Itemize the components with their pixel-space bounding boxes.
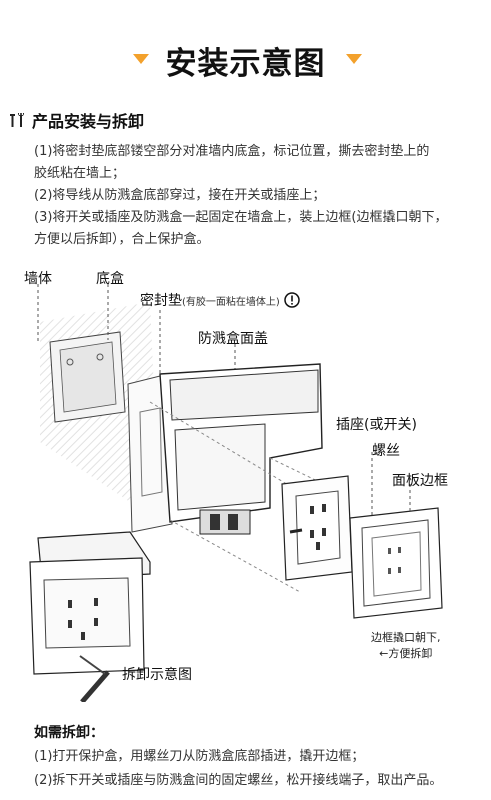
install-step-line: 方便以后拆卸），合上保护盒。 xyxy=(34,232,210,247)
label-cover: 防溅盒面盖 xyxy=(198,331,268,347)
triangle-left-icon xyxy=(133,54,149,64)
section-heading: 产品安装与拆卸 xyxy=(8,108,144,132)
triangle-right-icon xyxy=(346,54,362,64)
section-heading-text: 产品安装与拆卸 xyxy=(32,112,145,131)
install-step-line: 胶纸粘在墙上； xyxy=(34,166,126,181)
removal-illustration-shape xyxy=(29,531,151,702)
exclamation-circle-icon xyxy=(284,292,301,308)
install-diagram: 墙体 底盒 密封垫(有胶一面粘在墙体上) 防溅盒面盖 插座(或开关) 螺丝 面板… xyxy=(0,262,491,702)
label-bottom-box: 底盒 xyxy=(96,271,124,287)
seal-gasket-shape xyxy=(127,373,173,533)
label-seal-text: 密封垫 xyxy=(140,293,182,309)
panel-frame-shape xyxy=(349,507,443,619)
install-step-line: (3)将开关或插座及防溅盒一起固定在墙盒上，装上边框(边框撬口朝下， xyxy=(34,210,448,225)
label-frame: 面板边框 xyxy=(392,473,448,489)
splash-box-shape xyxy=(159,363,323,535)
bottom-box-shape xyxy=(49,331,126,423)
label-wall: 墙体 xyxy=(24,271,52,287)
removal-steps: (1)打开保护盒，用螺丝刀从防溅盒底部插进，撬开边框； (2)拆下开关或插座与防… xyxy=(34,745,484,793)
label-removal: 拆卸示意图 xyxy=(122,667,192,683)
install-step-line: (1)将密封垫底部镂空部分对准墙内底盒，标记位置，撕去密封垫上的 xyxy=(34,144,430,159)
page-title: 安装示意图 xyxy=(165,46,326,82)
removal-step: (1)打开保护盒，用螺丝刀从防溅盒底部插进，撬开边框； xyxy=(34,749,365,764)
removal-step: (2)拆下开关或插座与防溅盒间的固定螺丝，松开接线端子，取出产品。 xyxy=(34,773,443,788)
install-step-line: (2)将导线从防溅盒底部穿过，接在开关或插座上； xyxy=(34,188,326,203)
frame-note: 边框撬口朝下, ←方便拆卸 xyxy=(371,630,441,662)
title-area: 安装示意图 xyxy=(0,38,491,82)
frame-note-line-1: 边框撬口朝下, xyxy=(371,631,441,644)
label-socket: 插座(或开关) xyxy=(336,417,417,433)
socket-shape xyxy=(281,475,353,581)
label-seal: 密封垫(有胶一面粘在墙体上) xyxy=(140,290,301,310)
install-steps: (1)将密封垫底部镂空部分对准墙内底盒，标记位置，撕去密封垫上的 胶纸粘在墙上；… xyxy=(34,141,474,251)
tools-icon xyxy=(10,113,24,127)
frame-note-line-2: ←方便拆卸 xyxy=(379,647,433,660)
label-seal-note: (有胶一面粘在墙体上) xyxy=(182,297,280,308)
removal-heading: 如需拆卸： xyxy=(34,725,104,741)
exploded-view-illustration xyxy=(29,284,443,702)
label-screw: 螺丝 xyxy=(372,443,400,459)
